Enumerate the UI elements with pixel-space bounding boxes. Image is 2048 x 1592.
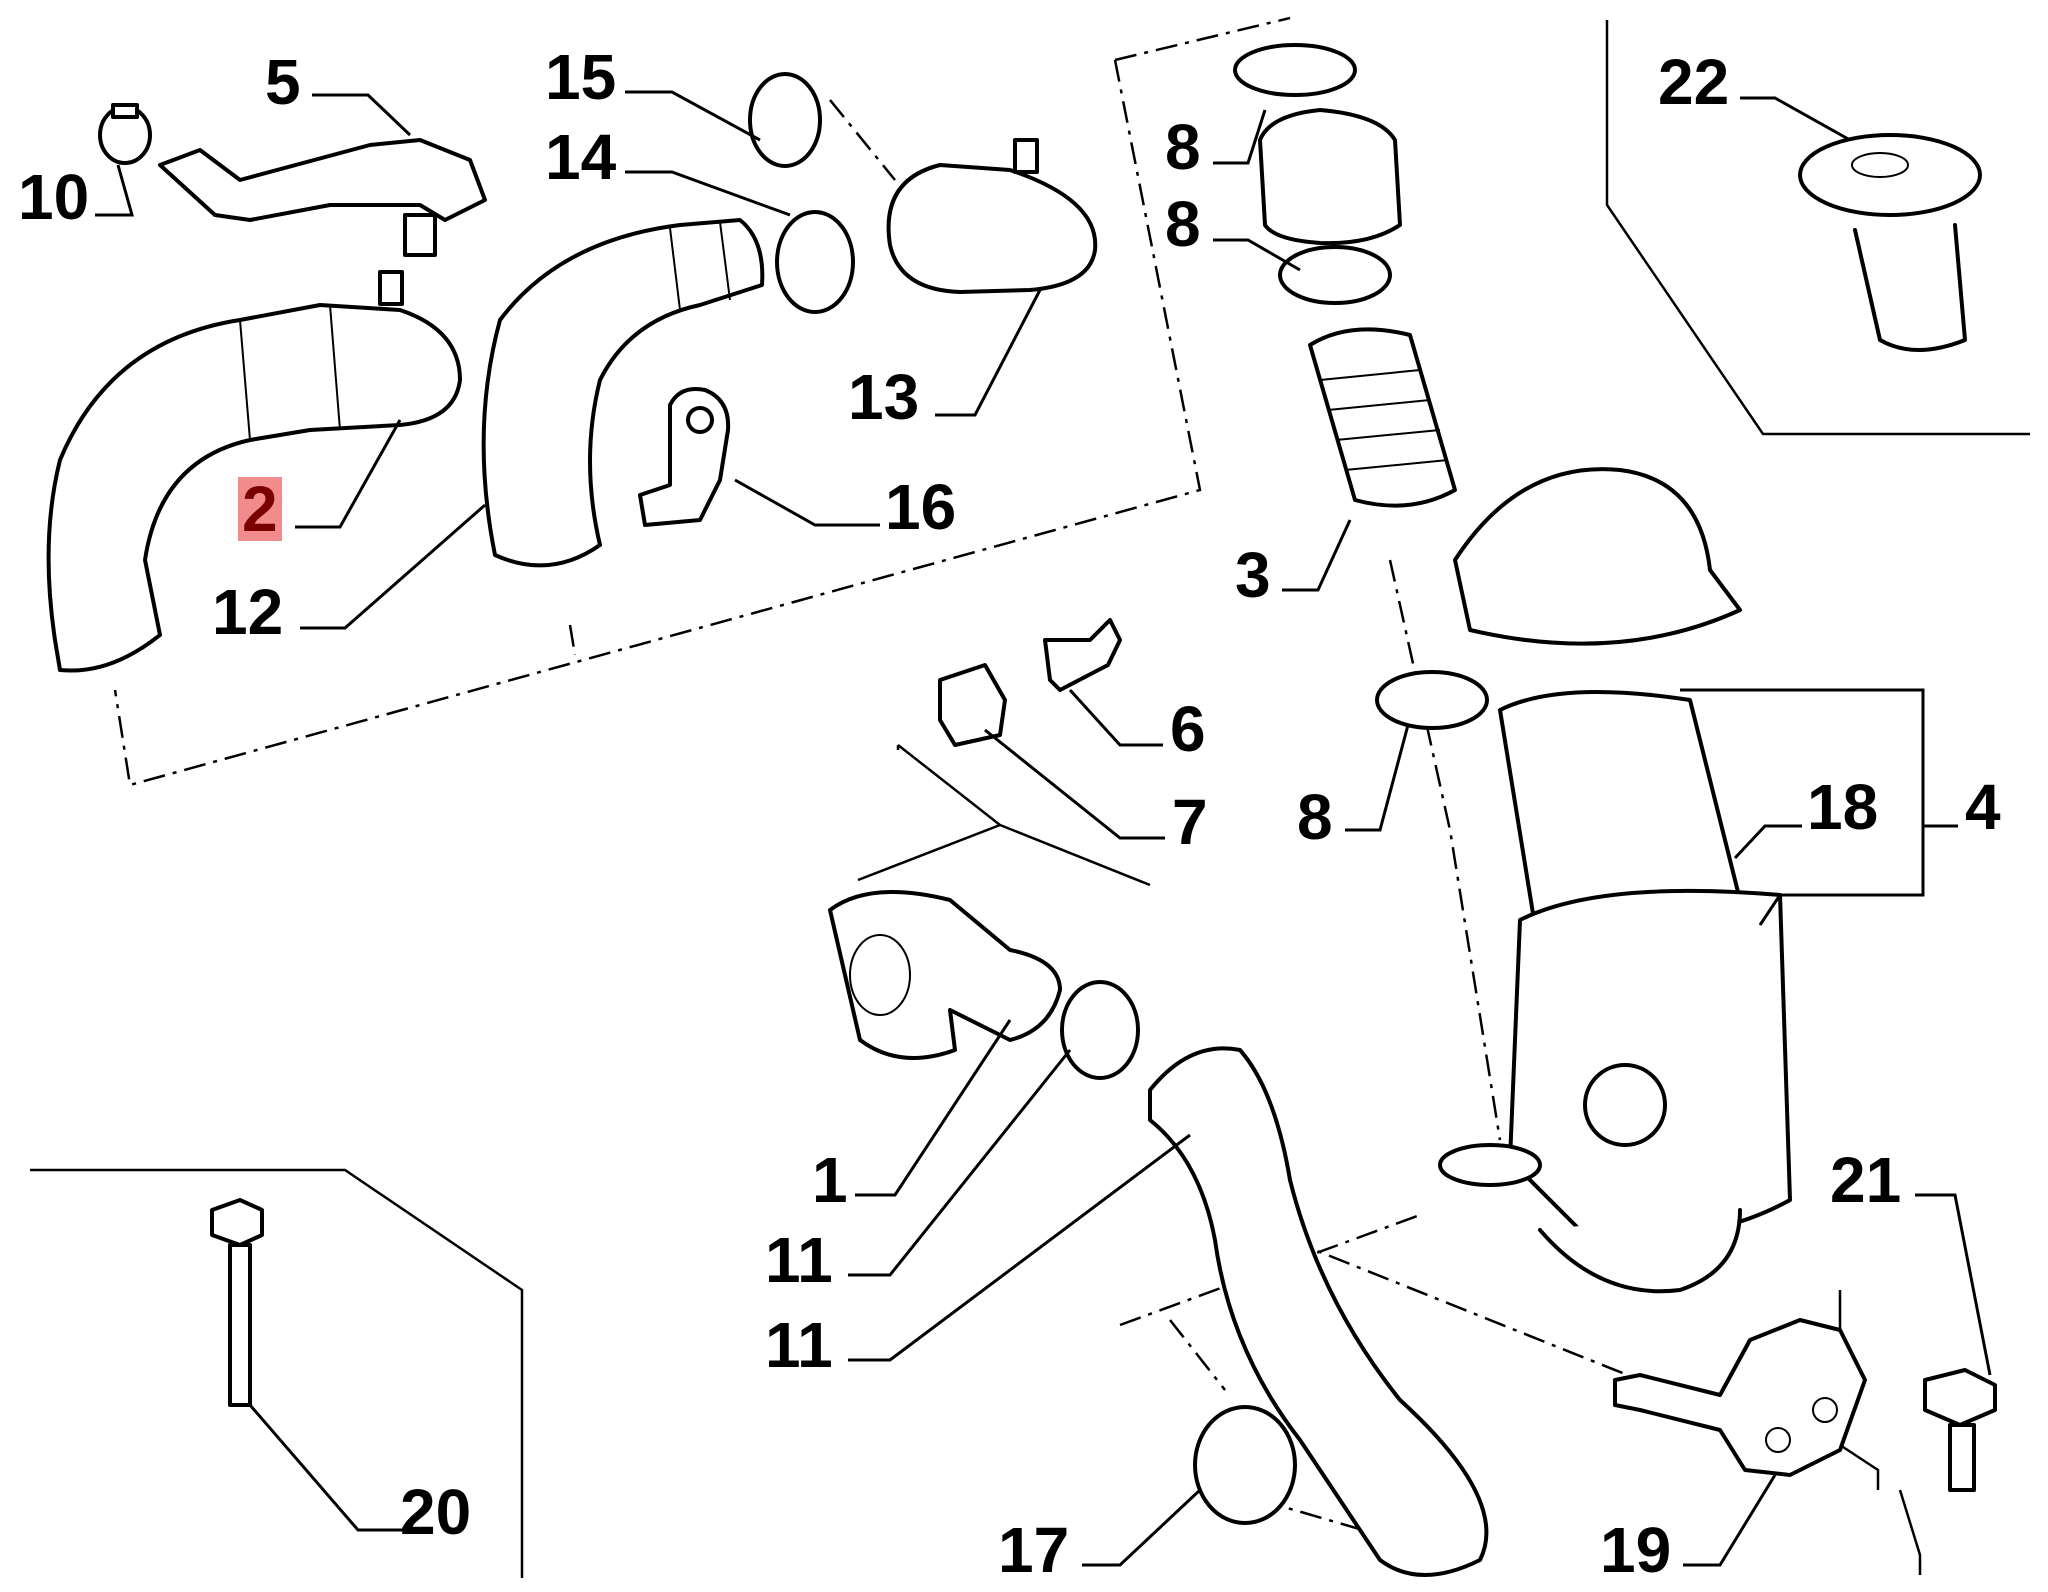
callout-21[interactable]: 20	[400, 1476, 472, 1548]
frame-20	[1838, 1290, 1922, 1575]
callout-3[interactable]: 3	[1235, 539, 1271, 611]
axis-line-filter	[1388, 559, 1502, 1141]
callout-20[interactable]: 19	[1600, 1514, 1672, 1586]
leader-7	[984, 728, 1165, 840]
frame-7	[857, 744, 1151, 887]
callout-8-upper[interactable]: 8	[1165, 188, 1201, 260]
part-18-hose-clamp	[1193, 1405, 1297, 1525]
callout-19[interactable]: 18	[1807, 771, 1879, 843]
part-15-hose-clamp	[775, 210, 855, 314]
leader-22	[1915, 1193, 1992, 1376]
leader-15	[625, 170, 791, 217]
part-8-hose-clamp-lower	[1375, 670, 1489, 730]
callout-11[interactable]: 11	[765, 1309, 833, 1381]
callout-8-lower[interactable]: 8	[1297, 781, 1333, 853]
part-14-elbow	[886, 138, 1098, 294]
axis-line-bracket	[1289, 1238, 1641, 1382]
leader-10	[95, 164, 134, 217]
leader-13	[300, 503, 486, 630]
callout-13[interactable]: 12	[212, 576, 284, 648]
leader-18	[1082, 1488, 1202, 1567]
callout-17[interactable]: 16	[885, 471, 957, 543]
leader-12	[848, 1049, 1072, 1277]
callout-1[interactable]: 1	[812, 1144, 848, 1216]
frame-21	[30, 1168, 524, 1578]
part-20-mounting-bracket	[1613, 1318, 1867, 1477]
part-7-cage-nut	[938, 663, 1007, 747]
callout-4[interactable]: 4	[1965, 771, 2001, 843]
part-22-bolt	[1923, 1368, 1997, 1492]
leader-8a	[1213, 238, 1301, 272]
leader-11	[848, 1133, 1191, 1362]
callout-12[interactable]: 11	[765, 1224, 833, 1296]
part-6-screw	[1043, 618, 1122, 692]
callout-15[interactable]: 14	[545, 121, 617, 193]
callout-5[interactable]: 5	[265, 46, 301, 118]
leader-16	[625, 90, 761, 142]
leader-20	[1683, 1474, 1777, 1567]
leader-6	[1068, 688, 1163, 747]
part-11-intake-hose	[1148, 1046, 1489, 1577]
part-12-hose-clamp	[1060, 980, 1140, 1080]
group-frame-side	[568, 624, 577, 656]
callout-22[interactable]: 21	[1830, 1144, 1902, 1216]
axis-line-16-14	[829, 99, 896, 181]
part-21-bolt	[210, 1198, 264, 1407]
part-23-cover-cap	[1798, 133, 1982, 352]
callout-9[interactable]: 8	[1165, 111, 1201, 183]
frame-23	[1605, 20, 2030, 436]
callout-6[interactable]: 6	[1170, 693, 1206, 765]
leader-21	[248, 1404, 418, 1532]
leader-19	[1733, 824, 1802, 860]
callout-2-highlighted[interactable]: 2	[238, 477, 282, 541]
part-10-hose-clamp	[98, 103, 152, 165]
part-5-breather-hose	[158, 138, 487, 257]
callout-23[interactable]: 22	[1658, 46, 1730, 118]
leader-1	[855, 1019, 1012, 1197]
part-9-air-flow-meter	[1233, 43, 1402, 246]
part-2-intake-hose	[46, 270, 462, 673]
part-3-bellows	[1308, 327, 1457, 508]
part-1-inlet-elbow	[828, 890, 1062, 1060]
leader-5	[312, 93, 412, 137]
part-8-hose-clamp-upper	[1278, 245, 1392, 305]
leader-17	[734, 478, 880, 527]
callout-7[interactable]: 7	[1172, 786, 1208, 858]
callout-14[interactable]: 13	[848, 361, 920, 433]
leader-2	[295, 419, 402, 529]
part-16-hose-clamp	[748, 72, 822, 168]
callout-16[interactable]: 15	[545, 41, 617, 113]
callout-18[interactable]: 17	[998, 1514, 1070, 1586]
leader-14	[935, 289, 1042, 417]
callout-10[interactable]: 10	[18, 161, 90, 233]
leader-3	[1282, 519, 1352, 592]
leader-23	[1740, 96, 1851, 142]
leader-4	[1680, 688, 1958, 926]
part-13-intake-hose	[481, 218, 765, 568]
leader-8b	[1345, 724, 1410, 832]
leader-lines	[95, 90, 1992, 1567]
part-4-air-filter-housing	[1438, 467, 1792, 1294]
leader-9	[1213, 109, 1267, 165]
group-frame-hoses	[113, 16, 1291, 787]
part-17-bracket	[638, 387, 731, 527]
